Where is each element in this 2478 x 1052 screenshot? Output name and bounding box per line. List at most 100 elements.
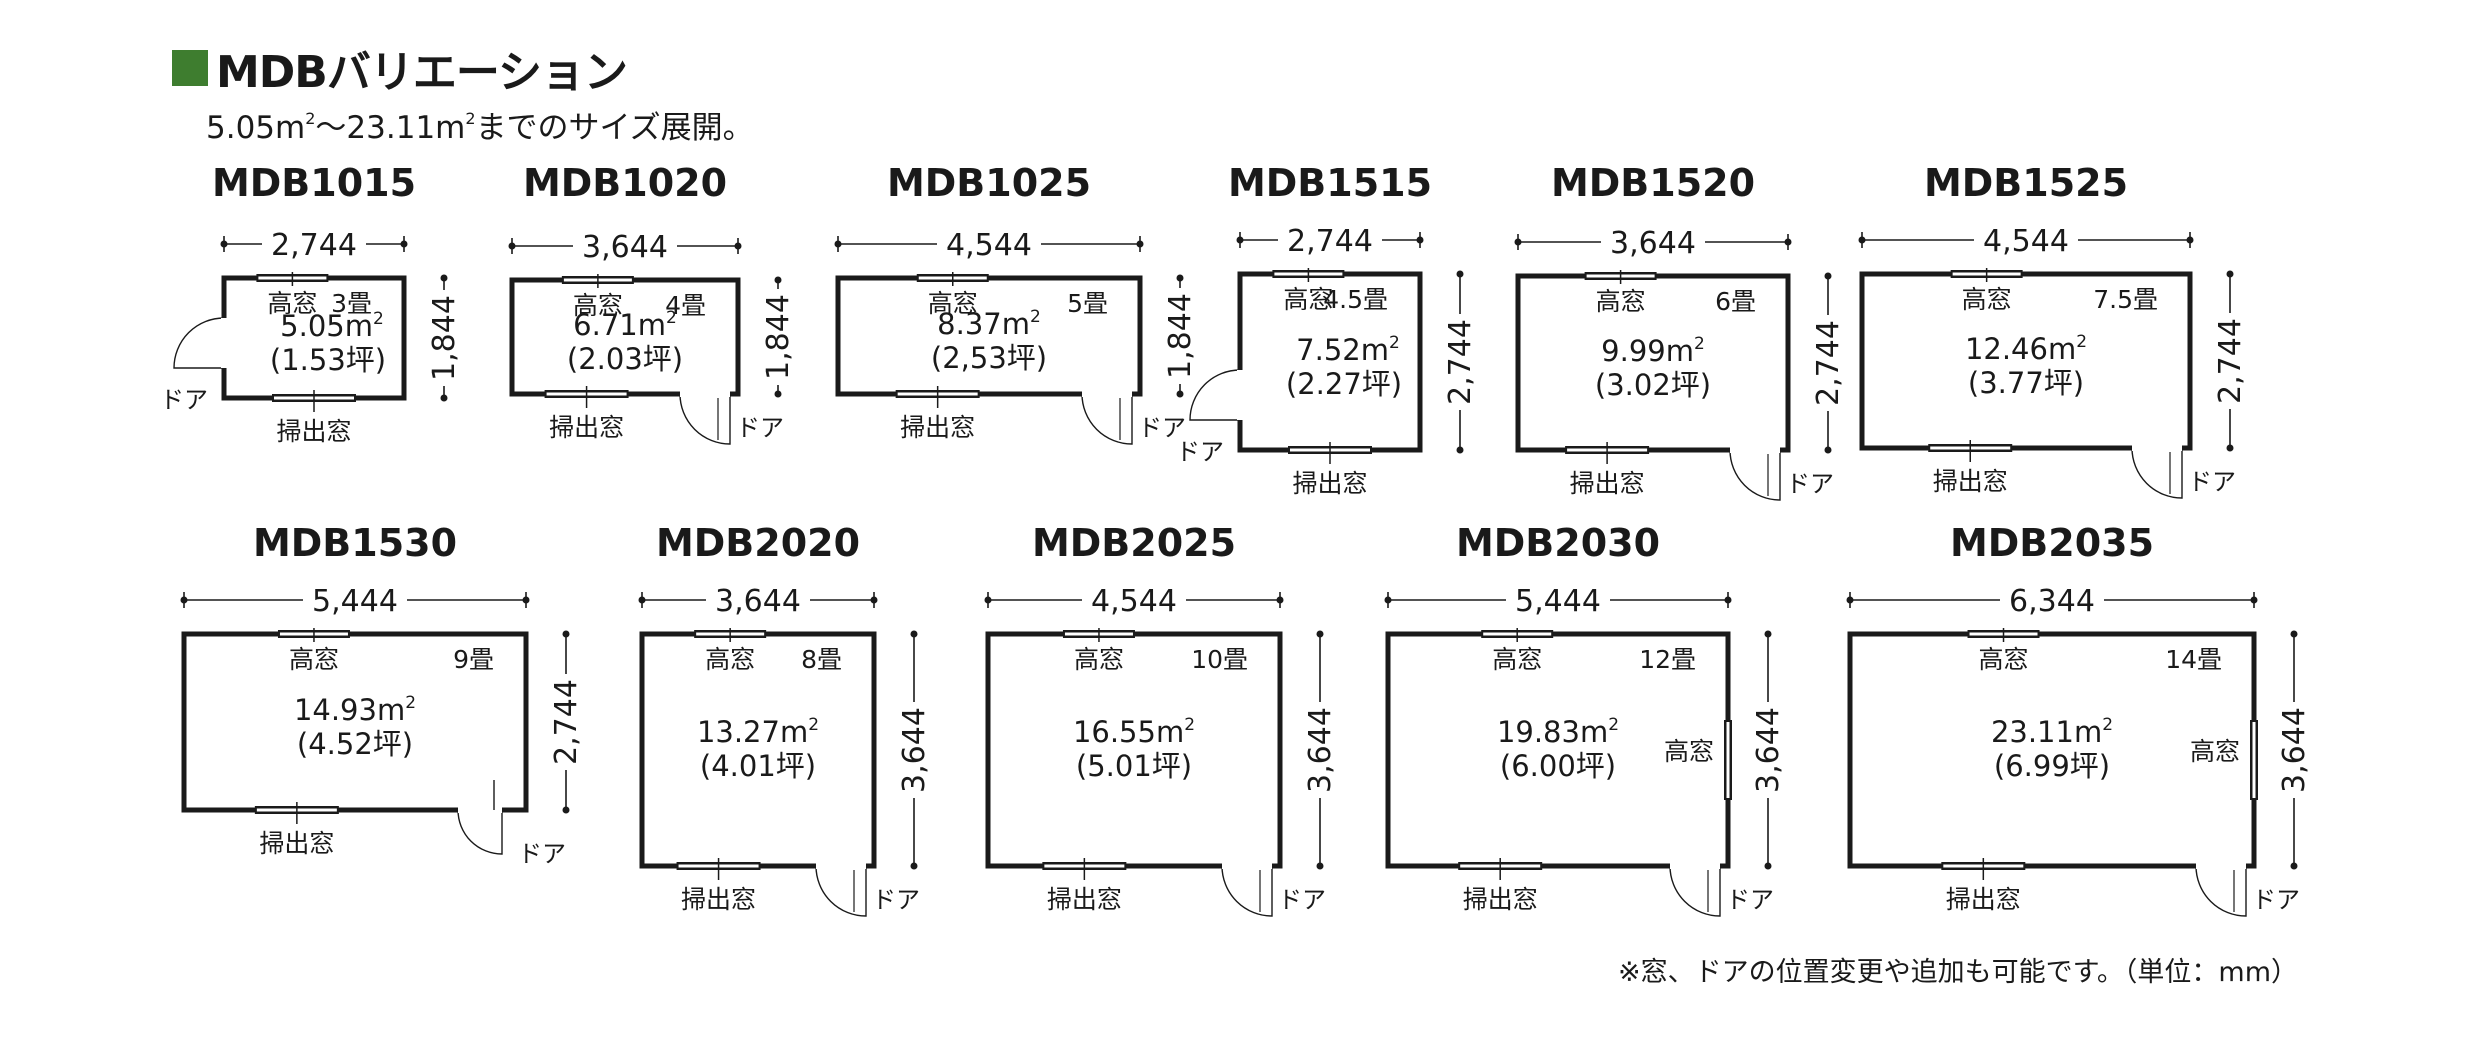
sweep-window-label: 掃出窓: [276, 417, 351, 446]
sweep-window-label: 掃出窓: [1292, 469, 1367, 498]
side-high-window-label: 高窓: [2190, 737, 2240, 766]
tatami-label: 4.5畳: [1323, 285, 1388, 314]
area-unit-sup: 2: [1030, 307, 1041, 327]
dimension-end-dot: [562, 630, 570, 638]
width-dimension-label: 4,544: [946, 228, 1032, 263]
plan-model-label: MDB1020: [523, 161, 727, 205]
dimension-label-bg: [1165, 288, 1195, 384]
sweep-window-label: 掃出窓: [1570, 469, 1645, 498]
dimension-end-dot: [440, 274, 448, 282]
area-unit-sup: 2: [1608, 715, 1619, 735]
door-label: ドア: [518, 840, 566, 868]
high-window-label: 高窓: [1596, 287, 1646, 316]
high-window-label: 高窓: [1979, 645, 2029, 674]
sweep-window-label: 掃出窓: [1047, 885, 1122, 914]
dimension-label-bg: [1601, 228, 1705, 256]
tatami-label: 10畳: [1191, 645, 1248, 674]
door-label: ドア: [1138, 414, 1186, 442]
dimension-end-dot: [1316, 862, 1324, 870]
dimension-end-dot: [1764, 862, 1772, 870]
dimension-end-dot: [910, 630, 918, 638]
high-window-label: 高窓: [705, 645, 755, 674]
title-square-icon: [172, 50, 208, 86]
sweep-window-label: 掃出窓: [900, 413, 975, 442]
page-subtitle: 5.05m2～23.11m2までのサイズ展開。: [206, 102, 754, 147]
dimension-label-bg: [1305, 702, 1335, 798]
width-dimension-label: 2,744: [1287, 224, 1373, 259]
depth-dimension-label: 1,844: [761, 294, 796, 380]
door-swing: [1081, 393, 1133, 445]
plan-model-label: MDB2020: [656, 521, 860, 565]
dimension-end-dot: [1176, 274, 1184, 282]
dimension-label-bg: [937, 230, 1041, 258]
area-label: 16.55m2: [1073, 715, 1195, 749]
tsubo-label: (2.27坪): [1286, 367, 1402, 401]
dimension-end-dot: [2290, 630, 2298, 638]
door-swing: [2131, 447, 2183, 499]
dimension-end-dot: [2226, 270, 2234, 278]
high-window-label: 高窓: [289, 645, 339, 674]
sweep-window-label: 掃出窓: [681, 885, 756, 914]
dimension-label-bg: [573, 232, 677, 260]
door-swing: [1669, 865, 1721, 917]
dimension-label-bg: [2279, 702, 2309, 798]
dimension-label-bg: [262, 230, 366, 258]
tatami-label: 6畳: [1715, 287, 1756, 316]
plan-wall: [181, 631, 529, 813]
high-window-label: 高窓: [1492, 645, 1542, 674]
area-label: 9.99m2: [1601, 334, 1705, 368]
width-dimension-label: 4,544: [1091, 584, 1177, 619]
high-window-label: 高窓: [573, 291, 623, 320]
tsubo-label: (4.01坪): [700, 749, 816, 783]
area-unit-sup: 2: [666, 308, 677, 328]
area-unit-sup: 2: [1184, 715, 1195, 735]
width-dimension-label: 3,644: [1610, 226, 1696, 261]
area-unit-sup: 2: [2076, 332, 2087, 352]
dimension-end-dot: [1176, 390, 1184, 398]
width-dimension-label: 2,744: [271, 228, 357, 263]
door-label: ドア: [2252, 886, 2300, 914]
tsubo-label: (6.00坪): [1500, 749, 1616, 783]
tsubo-label: (5.01坪): [1076, 749, 1192, 783]
area-unit-sup: 2: [405, 693, 416, 713]
depth-dimension-label: 1,844: [1163, 293, 1198, 379]
tsubo-label: (4.52坪): [297, 727, 413, 761]
tsubo-label: (3.77坪): [1968, 366, 2084, 400]
dimension-end-dot: [562, 806, 570, 814]
tatami-label: 12畳: [1639, 645, 1696, 674]
door-swing: [457, 809, 503, 855]
tatami-label: 9畳: [453, 645, 494, 674]
title-row: MDBバリエーション: [172, 38, 628, 98]
width-dimension-label: 3,644: [582, 230, 668, 265]
side-high-window-label: 高窓: [1664, 737, 1714, 766]
dimension-end-dot: [774, 276, 782, 284]
area-unit-sup: 2: [808, 715, 819, 735]
door-label: ドア: [1786, 470, 1834, 498]
high-window-label: 高窓: [1283, 285, 1333, 314]
plan-model-label: MDB1525: [1924, 161, 2128, 205]
tatami-label: 5畳: [1067, 289, 1108, 318]
dimension-label-bg: [2215, 313, 2245, 409]
door-swing: [815, 865, 867, 917]
door-label: ドア: [1278, 886, 1326, 914]
high-window-label: 高窓: [267, 289, 317, 318]
plan-model-label: MDB1520: [1551, 161, 1755, 205]
plan-model-label: MDB1515: [1228, 161, 1432, 205]
dimension-label-bg: [763, 289, 793, 385]
area-label: 23.11m2: [1991, 715, 2113, 749]
area-unit-sup: 2: [1389, 333, 1400, 353]
subtitle-part: までのサイズ展開。: [475, 110, 754, 146]
area-label: 6.71m2: [573, 308, 677, 342]
sweep-window-label: 掃出窓: [1946, 885, 2021, 914]
door-swing: [679, 393, 731, 445]
dimension-label-bg: [551, 674, 581, 770]
dimension-label-bg: [899, 702, 929, 798]
tsubo-label: (3.02坪): [1595, 368, 1711, 402]
depth-dimension-label: 3,644: [897, 707, 932, 793]
door-swing: [1189, 369, 1241, 421]
width-dimension-label: 5,444: [1515, 584, 1601, 619]
high-window-label: 高窓: [928, 289, 978, 318]
dimension-end-dot: [2226, 444, 2234, 452]
high-window-label: 高窓: [1074, 645, 1124, 674]
tatami-label: 4畳: [665, 291, 706, 320]
